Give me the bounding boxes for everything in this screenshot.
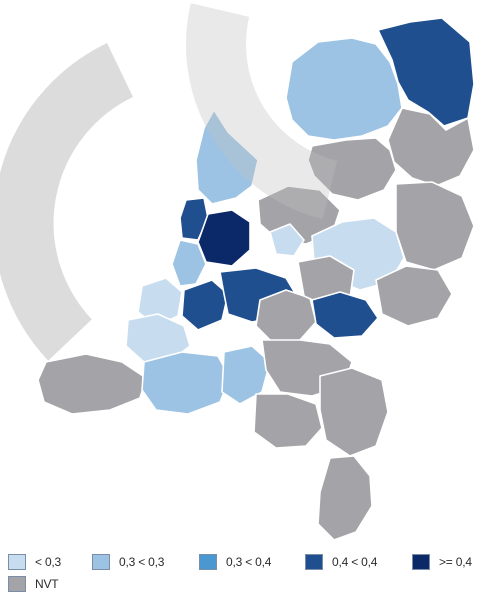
- watermark-ring-left: [0, 42, 134, 361]
- region-gooi[interactable]: [269, 223, 305, 257]
- legend-swatch: [8, 554, 26, 570]
- legend-row-1: < 0,3 0,3 < 0,3 0,3 < 0,4 0,4 < 0,4 >= 0…: [8, 552, 486, 572]
- region-limburg-noord[interactable]: [319, 367, 389, 457]
- map-legend: < 0,3 0,3 < 0,3 0,3 < 0,4 0,4 < 0,4 >= 0…: [8, 552, 486, 598]
- region-amsterdam[interactable]: [197, 209, 251, 267]
- region-haaglanden[interactable]: [137, 277, 183, 327]
- region-hollands-midden[interactable]: [181, 279, 229, 331]
- legend-row-2: NVT: [8, 574, 208, 594]
- map-svg: [0, 3, 475, 541]
- legend-swatch: [92, 554, 110, 570]
- legend-label: >= 0,4: [439, 555, 472, 569]
- region-west-brabant[interactable]: [141, 351, 231, 415]
- legend-item: >= 0,4: [412, 552, 472, 572]
- legend-item: 0,3 < 0,4: [199, 552, 271, 572]
- region-groningen[interactable]: [377, 17, 475, 127]
- legend-item: NVT: [8, 574, 59, 594]
- region-midden-brabant[interactable]: [221, 345, 271, 405]
- legend-label: 0,4 < 0,4: [332, 555, 378, 569]
- region-kennemerland[interactable]: [171, 239, 207, 287]
- region-nijmegen[interactable]: [311, 291, 379, 339]
- netherlands-map: [0, 3, 475, 541]
- legend-swatch: [305, 554, 323, 570]
- legend-label: 0,3 < 0,3: [119, 555, 165, 569]
- legend-label: 0,3 < 0,4: [226, 555, 272, 569]
- legend-swatch: [8, 576, 26, 592]
- region-noord-holland-north[interactable]: [195, 109, 259, 205]
- region-achterhoek[interactable]: [375, 265, 453, 327]
- legend-swatch: [412, 554, 430, 570]
- region-drenthe-south[interactable]: [307, 137, 397, 201]
- legend-swatch: [199, 554, 217, 570]
- region-friesland[interactable]: [285, 37, 403, 141]
- region-zuidoost-brabant[interactable]: [253, 393, 323, 449]
- legend-label: NVT: [35, 577, 59, 591]
- region-twente[interactable]: [395, 181, 475, 271]
- legend-item: 0,3 < 0,3: [92, 552, 164, 572]
- legend-label: < 0,3: [35, 555, 62, 569]
- legend-item: < 0,3: [8, 552, 61, 572]
- region-zeeland[interactable]: [37, 353, 147, 415]
- region-gelderland-west[interactable]: [255, 289, 317, 343]
- watermark-ring-top: [186, 3, 338, 220]
- legend-item: 0,4 < 0,4: [305, 552, 377, 572]
- region-limburg-zuid[interactable]: [317, 455, 373, 541]
